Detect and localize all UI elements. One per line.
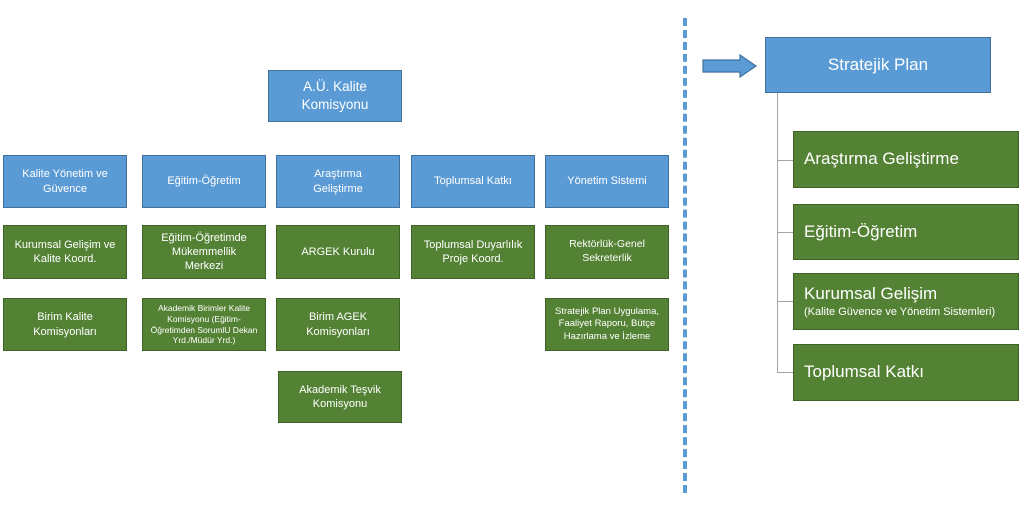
box-social-project-coord: Toplumsal Duyarlılık Proje Koord.: [411, 225, 535, 279]
box-label: Kurumsal Gelişim ve Kalite Koord.: [14, 238, 116, 265]
box-label: Rektörlük-Genel Sekreterlik: [569, 238, 645, 264]
strategic-item-institutional: Kurumsal Gelişim (Kalite Güvence ve Yönet…: [793, 273, 1019, 330]
tree-connector: [777, 372, 793, 373]
column-header-research: Araştırma Geliştirme: [276, 155, 400, 208]
box-institutional-development: Kurumsal Gelişim ve Kalite Koord.: [3, 225, 127, 279]
box-unit-quality-commissions: Birim Kalite Komisyonları: [3, 298, 127, 351]
box-label: Toplumsal Katkı: [804, 362, 924, 382]
box-label: Toplumsal Duyarlılık Proje Koord.: [423, 238, 523, 265]
column-header-education: Eğitim-Öğretim: [142, 155, 266, 208]
box-label: Birim Kalite Komisyonları: [33, 311, 97, 338]
box-label: Kurumsal Gelişim: [804, 284, 938, 304]
box-rectorate: Rektörlük-Genel Sekreterlik: [545, 225, 669, 279]
arrow-right-icon: [702, 54, 758, 78]
box-label: A.Ü. Kalite Komisyonu: [301, 79, 369, 112]
box-label: Akademik Teşvik Komisyonu: [299, 383, 381, 410]
box-label: ARGEK Kurulu: [301, 245, 375, 258]
box-label: Akademik Birimler Kalite Komisyonu (Eğit…: [150, 303, 258, 346]
box-label: Araştırma Geliştirme: [804, 149, 959, 169]
tree-connector: [777, 301, 793, 302]
column-header-quality: Kalite Yönetim ve Güvence: [3, 155, 127, 208]
box-label: Stratejik Plan: [827, 54, 929, 74]
box-label: Eğitim-Öğretim: [804, 221, 918, 241]
strategic-item-community: Toplumsal Katkı: [793, 344, 1019, 401]
box-label: Yönetim Sistemi: [567, 175, 647, 187]
box-label: Stratejik Plan Uygulama, Faaliyet Raporu…: [554, 305, 660, 342]
box-excellence-center: Eğitim-Öğretimde Mükemmellik Merkezi: [142, 225, 266, 279]
box-label: Eğitim-Öğretimde Mükemmellik Merkezi: [161, 231, 247, 273]
strategic-item-education: Eğitim-Öğretim: [793, 204, 1019, 260]
tree-connector: [777, 160, 793, 161]
box-label: Eğitim-Öğretim: [167, 175, 241, 188]
box-argek-board: ARGEK Kurulu: [276, 225, 400, 279]
quality-commission-box: A.Ü. Kalite Komisyonu: [268, 70, 402, 122]
box-strategic-plan-implementation: Stratejik Plan Uygulama, Faaliyet Raporu…: [545, 298, 669, 351]
box-label: Birim AGEK Komisyonları: [306, 311, 370, 338]
tree-connector: [777, 232, 793, 233]
box-unit-agek: Birim AGEK Komisyonları: [276, 298, 400, 351]
strategic-item-research: Araştırma Geliştirme: [793, 131, 1019, 188]
column-header-management: Yönetim Sistemi: [545, 155, 669, 208]
box-academic-incentive: Akademik Teşvik Komisyonu: [278, 371, 402, 423]
divider-dashed-line: [683, 18, 687, 493]
strategic-plan-box: Stratejik Plan: [765, 37, 991, 93]
box-academic-units-commission: Akademik Birimler Kalite Komisyonu (Eğit…: [142, 298, 266, 351]
box-sublabel: (Kalite Güvence ve Yönetim Sistemleri): [804, 306, 996, 319]
box-label: Toplumsal Katkı: [434, 175, 512, 188]
box-label: Kalite Yönetim ve Güvence: [22, 168, 108, 195]
column-header-community: Toplumsal Katkı: [411, 155, 535, 208]
box-label: Araştırma Geliştirme: [313, 168, 363, 195]
